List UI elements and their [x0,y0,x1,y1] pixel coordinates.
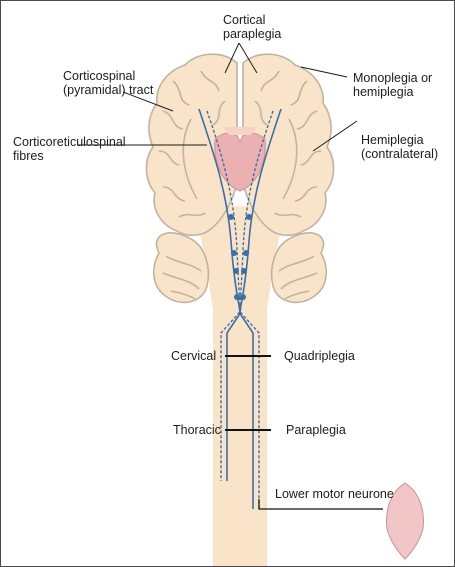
leader-lines [77,42,358,152]
central-nucleus-cap [223,127,257,135]
cerebellum [152,232,328,304]
label-quadriplegia: Quadriplegia [284,349,355,363]
label-lower-motor-neurone: Lower motor neurone [275,487,394,501]
brainstem [193,206,287,311]
label-thoracic: Thoracic [173,423,221,437]
label-hemiplegia-contralateral: Hemiplegia (contralateral) [361,133,439,161]
corticoreticulospinal-tracts [206,110,274,509]
lower-motor-neurone-line [258,499,383,510]
tract-nuclei [228,214,252,300]
label-cortical-paraplegia: Cortical paraplegia [223,13,282,41]
central-nucleus [214,132,266,192]
spinal-cord [213,301,267,566]
right-hemisphere [242,53,335,237]
label-corticoreticulospinal-fibres: Corticoreticulospinal fibres [13,135,126,163]
label-corticospinal-tract: Corticospinal (pyramidal) tract [63,69,154,97]
muscle [386,482,424,560]
label-paraplegia: Paraplegia [286,423,346,437]
corticospinal-tracts [198,108,282,509]
label-monoplegia-or-hemiplegia: Monoplegia or hemiplegia [353,71,433,99]
label-cervical: Cervical [171,349,217,363]
